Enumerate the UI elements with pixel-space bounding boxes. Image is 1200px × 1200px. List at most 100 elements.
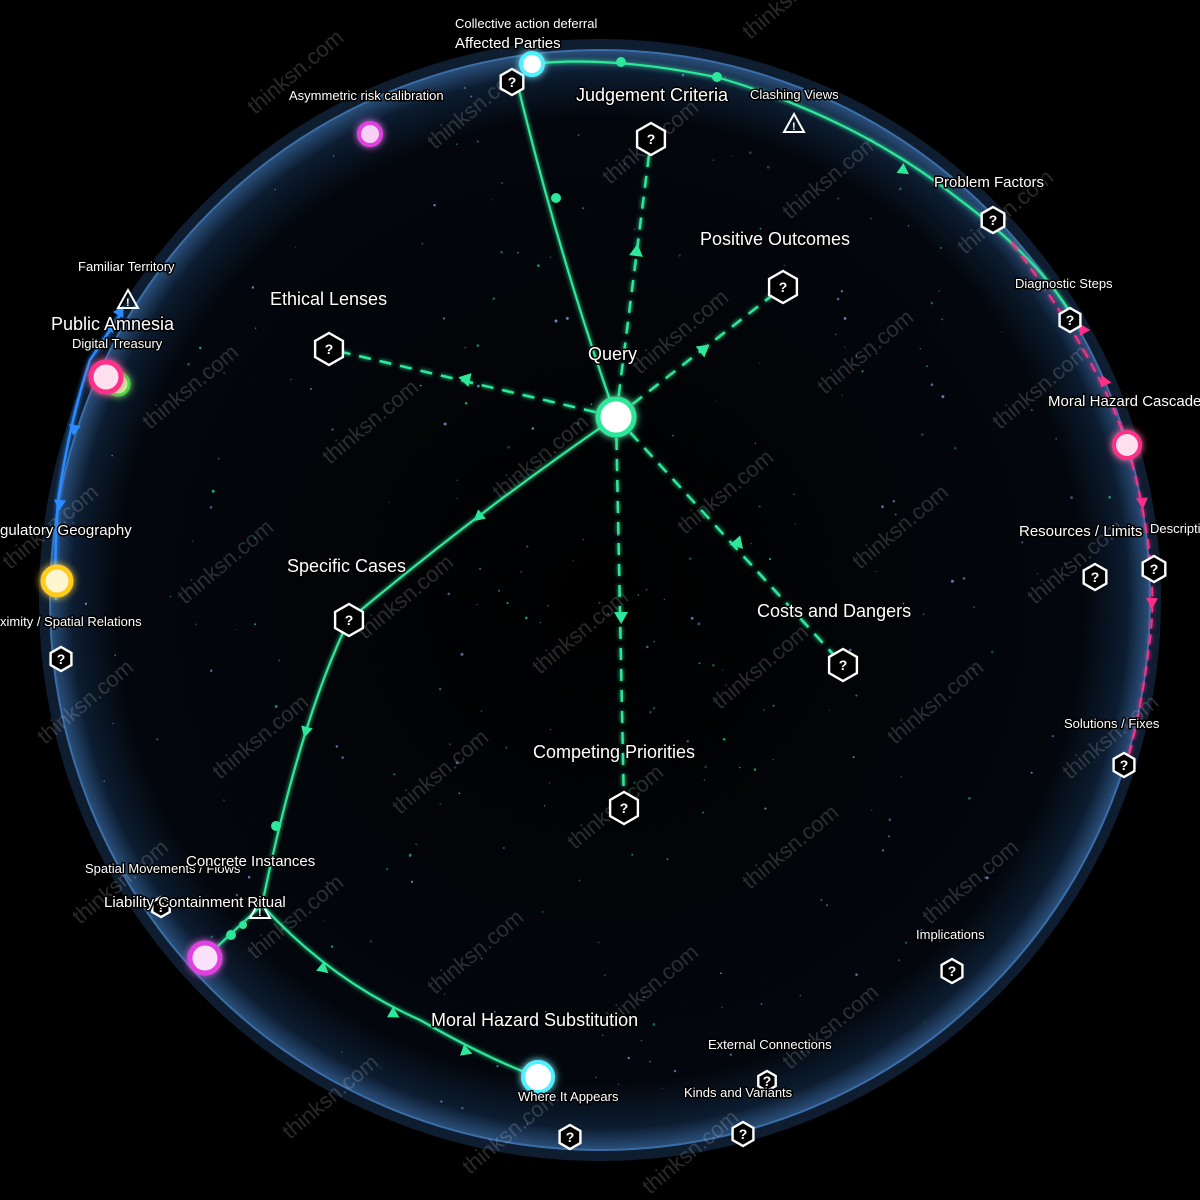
arrow-head [1079,323,1091,336]
star-dot [209,899,212,902]
star-dot [652,1023,656,1026]
arrow-head [458,373,472,387]
star-dot [332,155,335,157]
star-dot [633,781,636,784]
question-hex-icon [608,790,640,826]
arrow-head [695,344,710,358]
where-it-appears-hex[interactable]: ? [558,1123,582,1151]
warning-icon[interactable]: ! [116,287,140,309]
star-dot [1108,495,1111,499]
descripti-node[interactable]: ? [1141,554,1167,584]
star-dot [820,898,823,902]
specific-cases-node[interactable]: ? [333,602,365,638]
star-dot [748,151,752,155]
edge-query-costs-and-dangers[interactable] [615,416,844,666]
star-dot [715,400,717,403]
question-hex-icon [151,895,171,919]
question-hex-icon [731,1120,755,1148]
edge-moral-hazard-cascade-down[interactable] [1125,444,1154,766]
star-dot [433,203,436,207]
edge-moral-hazard-cascade-up[interactable] [1009,239,1128,446]
external-connections-node[interactable]: ? [757,1069,777,1093]
star-dot [506,601,509,605]
kinds-and-variants-node[interactable]: ? [731,1120,755,1148]
edge-dot [239,921,247,929]
query-label: Query [588,344,637,364]
star-dot [114,654,116,656]
costs-and-dangers-node[interactable]: ? [827,647,859,683]
query-node[interactable] [595,396,637,438]
implications-node[interactable]: ? [940,957,964,985]
star-dot [415,843,417,846]
star-dot [758,505,761,508]
spatial-movements-node[interactable]: ? [151,895,171,919]
star-dot [500,251,503,254]
star-dot [448,743,451,746]
resources-limits-node[interactable]: ? [1082,562,1108,592]
proximity-spatial-node[interactable]: ? [49,645,73,673]
affected-parties-hex[interactable]: ? [499,67,525,97]
star-dot [841,394,843,397]
spoke-arrows [458,244,744,624]
star-dot [455,761,459,765]
star-dot [753,768,757,771]
edge-query-affected-parties[interactable] [514,77,618,418]
star-dot [464,346,466,349]
star-dot [772,704,775,707]
competing-priorities-label: Competing Priorities [533,742,695,762]
star-dot [103,780,105,782]
resources-limits-label: Resources / Limits [1019,523,1142,540]
star-dot [721,669,724,672]
edge-query-positive-outcomes[interactable] [615,286,784,418]
judgement-criteria-node[interactable]: ? [635,121,667,157]
star-dot [962,577,966,580]
star-dot [739,766,741,769]
ethical-lenses-node[interactable]: ? [313,331,345,367]
question-hex-icon [49,645,73,673]
star-dot [720,972,722,975]
star-dot [582,207,585,210]
question-mark-icon: ? [948,963,957,979]
moral-hazard-cascade-node[interactable] [1112,430,1142,460]
question-hex-icon [1112,751,1136,779]
star-dot [464,401,468,405]
edge-specific-cases-concrete[interactable] [260,619,350,906]
warning-icon[interactable]: ! [782,111,806,133]
where-it-appears-node[interactable] [521,1060,555,1094]
star-dot [800,1050,803,1053]
star-dot [479,567,482,570]
star-dot [537,264,540,267]
edge-public-amnesia-rim[interactable] [54,311,124,601]
star-dot [836,297,840,301]
star-dot [443,993,446,995]
star-dot [577,422,580,425]
edge-query-judgement-criteria[interactable] [614,138,653,418]
star-dot [496,1065,499,1068]
solutions-fixes-node[interactable]: ? [1112,751,1136,779]
public-amnesia-node[interactable] [88,359,124,395]
star-dot [380,1067,382,1069]
star-dot [672,434,674,437]
regulatory-geography-node[interactable] [40,564,74,598]
edge-dot [226,930,236,940]
clashing-views-label: Clashing Views [750,87,839,102]
liability-ritual-node[interactable] [187,940,223,976]
diagnostic-steps-node[interactable]: ? [1058,306,1082,334]
star-dot [480,957,483,960]
problem-factors-node[interactable]: ? [980,205,1006,235]
star-dot [251,286,255,289]
where-it-appears-label: Where It Appears [518,1089,619,1104]
asymmetric-risk-node[interactable] [357,121,383,147]
edge-query-ethical-lenses[interactable] [328,347,617,419]
star-dot [938,290,940,292]
competing-priorities-node[interactable]: ? [608,790,640,826]
star-dot [1051,735,1054,738]
question-hex-icon [827,647,859,683]
positive-outcomes-node[interactable]: ? [767,269,799,305]
affected-parties-node[interactable] [519,51,545,77]
warning-icon[interactable]: ! [248,897,272,919]
edge-concrete-moral-hazard[interactable] [261,904,539,1079]
star-dot [763,709,765,711]
star-dot [631,853,634,856]
